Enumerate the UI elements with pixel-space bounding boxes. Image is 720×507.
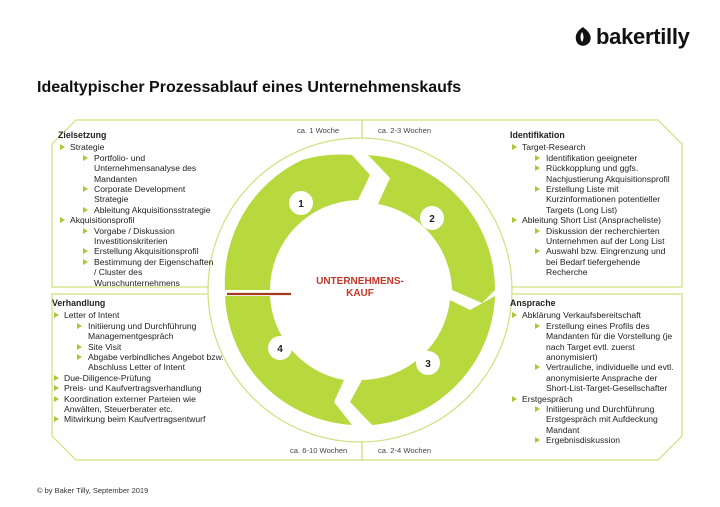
duration-top-left: ca. 1 Woche: [297, 126, 340, 135]
phase-circle-3: [416, 351, 440, 375]
list-item: Strategie: [58, 142, 218, 152]
list-item: Ableitung Short List (Anspracheliste): [510, 215, 678, 225]
phase-number-1: 1: [298, 199, 304, 210]
list-subitem: Erstellung Liste mit Kurzinformationen p…: [522, 184, 678, 215]
list-item: Akquisitionsprofil: [58, 215, 218, 225]
phase-markers: 1 2 3 4: [268, 191, 444, 375]
duration-bottom-right: ca. 2-4 Wochen: [378, 446, 432, 455]
list-subitem: Vorgabe / Diskussion Investitionskriteri…: [70, 226, 218, 247]
page-title: Idealtypischer Prozessablauf eines Unter…: [37, 79, 462, 96]
list-subitem: Auswahl bzw. Eingrenzung und bei Bedarf …: [522, 246, 678, 277]
list-subitem: Rückkopplung und ggfs. Nachjustierung Ak…: [522, 163, 678, 184]
box-ansprache: Ansprache Abklärung Verkaufsbereitschaft…: [510, 298, 678, 446]
phase-circle-2: [420, 206, 444, 230]
list-subitem: Initiierung und Durchführung Erstgespräc…: [522, 404, 678, 435]
box-title-ansprache: Ansprache: [510, 298, 556, 308]
list-item: Koordination externer Parteien wie Anwäl…: [52, 394, 228, 415]
phase-number-2: 2: [429, 214, 435, 225]
list-subitem: Erstellung eines Profils des Mandanten f…: [522, 321, 678, 363]
list-subitem: Site Visit: [64, 342, 228, 352]
bakertilly-logo: bakertilly: [573, 22, 690, 52]
list-subitem: Vertrauliche, individuelle und evtl. ano…: [522, 362, 678, 393]
list-subitem: Corporate Development Strategie: [70, 184, 218, 205]
phase-number-3: 3: [425, 359, 431, 370]
list-item: Erstgespräch: [510, 394, 678, 404]
ring-segment-1: [224, 154, 370, 290]
copyright-footer: © by Baker Tilly, September 2019: [37, 486, 149, 495]
box-outline-zielsetzung: [51, 119, 363, 288]
center-label: UNTERNEHMENS- KAUF: [296, 276, 424, 300]
list-item: Due-Diligence-Prüfung: [52, 373, 228, 383]
center-label-line2: KAUF: [346, 288, 374, 299]
phase-circle-4: [268, 336, 292, 360]
list-item: Letter of Intent: [52, 310, 228, 320]
box-zielsetzung: Zielsetzung Strategie Portfolio- und Unt…: [58, 130, 218, 288]
duration-top-right: ca. 2-3 Wochen: [378, 126, 432, 135]
list-subitem: Erstellung Akquisitionsprofil: [70, 246, 218, 256]
box-title-zielsetzung: Zielsetzung: [58, 130, 107, 140]
list-subitem: Ergebnisdiskussion: [522, 435, 678, 445]
list-subitem: Ableitung Akquisitionsstrategie: [70, 205, 218, 215]
center-label-line1: UNTERNEHMENS-: [316, 276, 404, 287]
duration-bottom-left: ca. 6-10 Wochen: [290, 446, 348, 455]
list-subitem: Initiierung und Durchführung Managementg…: [64, 321, 228, 342]
list-subitem: Bestimmung der Eigenschaften / Cluster d…: [70, 257, 218, 288]
phase-circle-1: [289, 191, 313, 215]
list-item: Preis- und Kaufvertragsverhandlung: [52, 383, 228, 393]
box-identifikation: Identifikation Target-Research Identifik…: [510, 130, 678, 278]
list-subitem: Diskussion der recherchierten Unternehme…: [522, 226, 678, 247]
list-subitem: Portfolio- und Unternehmensanalyse des M…: [70, 153, 218, 184]
box-title-verhandlung: Verhandlung: [52, 298, 106, 308]
brand-name: bakertilly: [596, 24, 690, 49]
list-subitem: Identifikation geeigneter: [522, 153, 678, 163]
phase-number-4: 4: [277, 344, 283, 355]
list-item: Target-Research: [510, 142, 678, 152]
list-item: Mitwirkung beim Kaufvertragsentwurf: [52, 414, 228, 424]
box-title-identifikation: Identifikation: [510, 130, 565, 140]
ring-segment-4: [225, 296, 352, 425]
logo-mark-icon: [575, 27, 591, 46]
box-verhandlung: Verhandlung Letter of Intent Initiierung…: [52, 298, 228, 425]
list-item: Abklärung Verkaufsbereitschaft: [510, 310, 678, 320]
list-subitem: Abgabe verbindliches Angebot bzw. Abschl…: [64, 352, 228, 373]
